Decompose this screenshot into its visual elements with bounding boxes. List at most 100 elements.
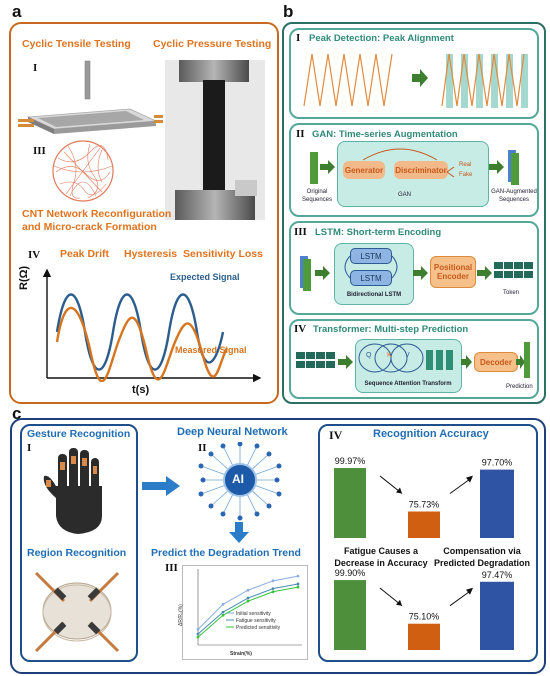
hysteresis-label: Hysteresis — [124, 248, 178, 260]
peak-drift-label: Peak Drift — [60, 248, 110, 260]
panel-a-roman-iv: IV — [28, 249, 41, 261]
fatigue-line1: Fatigue Causes a — [343, 546, 419, 556]
series-point-2-4 — [296, 585, 300, 589]
arrow-to-prediction — [516, 355, 525, 369]
signal-plot — [42, 268, 262, 382]
b-roman-iv: IV — [294, 323, 307, 335]
arrow-from-gan — [489, 160, 504, 174]
arrow-to-token — [477, 266, 492, 280]
expected-signal-label: Expected Signal — [170, 272, 240, 282]
legend-label-0: Initial sensitivity — [236, 611, 271, 617]
series-point-1-3 — [271, 587, 275, 591]
original-line1: Original — [306, 189, 328, 195]
ai-label: AI — [232, 472, 244, 486]
pressure-test-photo — [165, 60, 265, 220]
attention-box — [355, 339, 462, 393]
series-point-1-1 — [221, 610, 225, 614]
deep-nn-label: Deep Neural Network — [177, 426, 288, 438]
augmented-bar-front — [511, 153, 519, 185]
c-roman-iv: IV — [329, 428, 343, 442]
sensitivity-loss-label: Sensitivity Loss — [183, 248, 263, 260]
gesture-recognition-label: Gesture Recognition — [27, 428, 131, 440]
real-label: Real — [459, 162, 472, 168]
panel-a-roman-i: I — [33, 62, 38, 74]
qkv-circles — [358, 343, 424, 373]
series-point-0-3 — [271, 579, 275, 583]
series-point-0-2 — [246, 588, 250, 592]
positional-line1: Positional — [433, 263, 473, 272]
attention-output-bars — [426, 350, 453, 370]
prediction-label: Prediction — [506, 384, 533, 390]
augmented-line1: GAN-Augmented — [491, 189, 537, 195]
token-label: Token — [503, 290, 520, 296]
positional-line2: Encoder — [436, 272, 469, 281]
recognition-accuracy-label: Recognition Accuracy — [373, 428, 489, 440]
cnt-network-illustration — [52, 140, 114, 202]
fake-label: Fake — [459, 172, 473, 178]
gesture-value-label-1: 75.73% — [409, 499, 440, 509]
cyclic-tensile-label: Cyclic Tensile Testing — [22, 38, 131, 50]
panel-c-letter: c — [12, 404, 22, 423]
transformer-title: Transformer: Multi-step Prediction — [313, 324, 469, 335]
panel-a-roman-iii: III — [33, 145, 46, 157]
arrow-to-trend — [229, 522, 249, 543]
lstm-loop-arrows — [344, 255, 398, 279]
cnt-label-line1: CNT Network Reconfiguration — [22, 208, 172, 220]
gan-title: GAN: Time-series Augmentation — [312, 129, 458, 140]
arrow-to-positional — [413, 266, 428, 280]
v-label: V — [405, 352, 410, 359]
prediction-bar — [524, 342, 530, 378]
c-roman-iii: III — [165, 562, 178, 574]
bidirectional-label: Bidirectional LSTM — [346, 292, 402, 298]
region-bar-1 — [408, 623, 440, 650]
generator-box: Generator — [343, 161, 385, 179]
series-point-2-3 — [271, 590, 275, 594]
peak-detection-title: Peak Detection: Peak Alignment — [309, 33, 454, 44]
ai-network-illustration — [198, 442, 282, 521]
cnt-label-line2: and Micro-crack Formation — [22, 221, 157, 233]
gesture-bar-2 — [480, 469, 514, 538]
original-line2: Sequences — [301, 197, 333, 203]
lstm-title: LSTM: Short-term Encoding — [315, 227, 442, 238]
series-point-2-2 — [246, 599, 250, 603]
c-roman-ii: II — [198, 442, 207, 454]
b-roman-iii: III — [294, 226, 307, 238]
region-recognition-label: Region Recognition — [27, 547, 127, 559]
predict-trend-label: Predict the Degradation Trend — [151, 547, 301, 559]
comp-line2: Predicted Degradation — [433, 558, 531, 568]
peak-alignment-diagram — [303, 53, 528, 108]
gesture-value-label-2: 97.70% — [482, 458, 513, 468]
legend-label-2: Predicted sensitivity — [236, 625, 281, 631]
lstm-input-front — [303, 259, 311, 291]
measured-signal-label: Measured Signal — [175, 345, 247, 355]
glove-illustration — [43, 448, 102, 534]
tensile-test-illustration — [18, 60, 163, 134]
accuracy-bars-region: 99.90%75.10%97.47% — [334, 568, 514, 650]
original-sequence-bar — [310, 152, 318, 184]
arrow-to-gan — [320, 160, 335, 174]
gan-feedback-arrow — [362, 148, 438, 161]
gesture-bar-0 — [334, 468, 366, 538]
arrow-to-dnn — [142, 476, 180, 496]
legend-label-1: Fatigue sensitivity — [236, 618, 276, 624]
c-roman-i: I — [27, 442, 32, 454]
region-value-label-0: 99.90% — [335, 568, 366, 578]
panel-b-letter: b — [283, 2, 294, 21]
real-fake-split — [446, 166, 455, 178]
series-point-0-0 — [196, 627, 200, 631]
attention-label: Sequence Attention Transform — [364, 381, 452, 387]
lstm-cell-top: LSTM — [350, 248, 392, 264]
arrow-to-lstm — [315, 266, 330, 280]
transformer-token-grid — [296, 352, 341, 372]
accuracy-bars-gesture: 99.97%75.73%97.70% — [334, 456, 514, 538]
augmented-line2: Sequences — [498, 197, 530, 203]
series-point-2-0 — [196, 635, 200, 639]
series-point-1-4 — [296, 582, 300, 586]
decoder-box: Decoder — [474, 352, 518, 372]
discriminator-box: Discriminator — [394, 161, 448, 179]
trend-xlabel: Strain(%) — [230, 651, 252, 657]
region-bar-2 — [480, 581, 514, 650]
series-point-0-1 — [221, 602, 225, 606]
